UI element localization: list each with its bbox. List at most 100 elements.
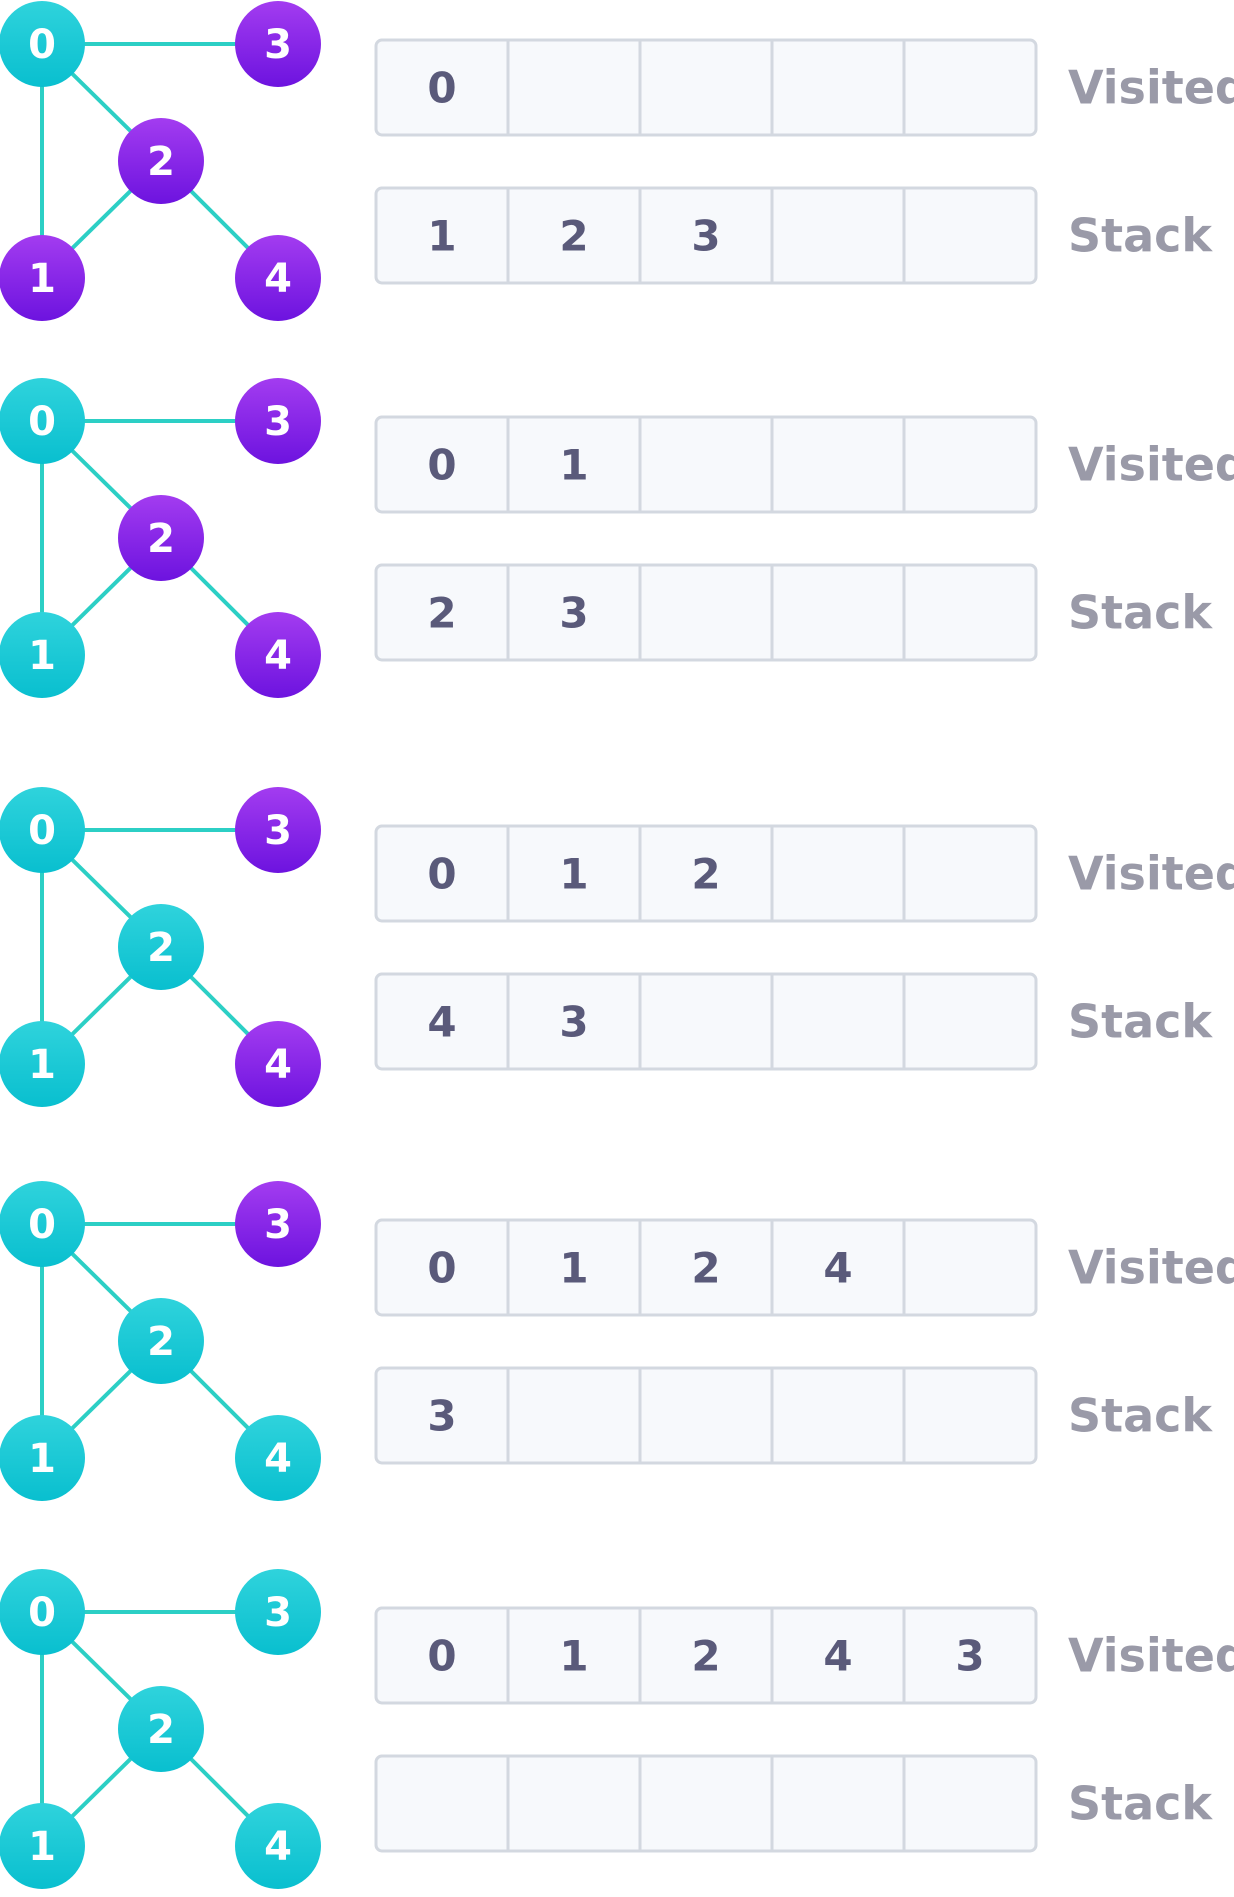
node-label: 2 (147, 516, 175, 562)
array-cell-value: 3 (955, 1632, 984, 1681)
array-cell-value: 0 (427, 1632, 456, 1681)
unvisited-node-circle (235, 378, 321, 464)
stack-array: 1 2 3 Stack (374, 186, 1213, 285)
node-label: 1 (28, 633, 56, 679)
array-cell-value: 2 (691, 1244, 720, 1293)
graph-node: 4 (235, 235, 321, 321)
array-frame (374, 824, 1038, 923)
node-label: 1 (28, 1824, 56, 1870)
visited-node-circle (235, 1569, 321, 1655)
node-label: 2 (147, 1707, 175, 1753)
node-label: 3 (264, 808, 292, 854)
graph-node: 2 (118, 904, 204, 990)
array-cell-value: 0 (427, 441, 456, 490)
node-label: 0 (28, 1590, 56, 1636)
node-label: 3 (264, 1590, 292, 1636)
unvisited-node-circle (118, 118, 204, 204)
node-label: 4 (264, 633, 292, 679)
visited-node-circle (0, 378, 85, 464)
visited-node-circle (0, 1569, 85, 1655)
array-cell-value: 3 (559, 589, 588, 638)
array-cell-value: 4 (823, 1244, 852, 1293)
node-label: 0 (28, 1202, 56, 1248)
graph-node: 1 (0, 1803, 85, 1889)
array-cell-value: 2 (559, 212, 588, 261)
graph: 0 1 2 3 4 (0, 1569, 321, 1889)
visited-array-label: Visited (1068, 438, 1234, 492)
graph-node: 3 (235, 1569, 321, 1655)
array-cell-value: 3 (691, 212, 720, 261)
graph-node: 4 (235, 1021, 321, 1107)
stack-array: Stack (374, 1754, 1213, 1853)
node-label: 4 (264, 256, 292, 302)
visited-node-circle (118, 1686, 204, 1772)
graph-node: 3 (235, 1, 321, 87)
stack-array-label: Stack (1068, 1389, 1213, 1443)
unvisited-node-circle (118, 495, 204, 581)
node-label: 2 (147, 925, 175, 971)
graph-node: 1 (0, 612, 85, 698)
array-cell-value: 1 (427, 212, 456, 261)
visited-node-circle (0, 1021, 85, 1107)
unvisited-node-circle (235, 235, 321, 321)
array-frame (374, 972, 1038, 1071)
stack-array-label: Stack (1068, 586, 1213, 640)
graph-node: 2 (118, 1298, 204, 1384)
array-frame (374, 1606, 1038, 1705)
graph-node: 0 (0, 1181, 85, 1267)
visited-array-label: Visited (1068, 847, 1234, 901)
graph-node: 0 (0, 1569, 85, 1655)
array-cell-value: 1 (559, 850, 588, 899)
array-frame (374, 38, 1038, 137)
array-cell-value: 0 (427, 64, 456, 113)
array-cell-value: 1 (559, 1632, 588, 1681)
visited-node-circle (118, 904, 204, 990)
node-label: 1 (28, 1436, 56, 1482)
array-cell-value: 1 (559, 1244, 588, 1293)
stack-array-label: Stack (1068, 209, 1213, 263)
unvisited-node-circle (0, 235, 85, 321)
array-frame (374, 1218, 1038, 1317)
array-frame (374, 563, 1038, 662)
node-label: 3 (264, 399, 292, 445)
node-label: 4 (264, 1042, 292, 1088)
array-frame (374, 186, 1038, 285)
array-cell-value: 4 (427, 998, 456, 1047)
array-frame (374, 1366, 1038, 1465)
node-label: 0 (28, 808, 56, 854)
array-frame (374, 1754, 1038, 1853)
unvisited-node-circle (235, 612, 321, 698)
array-cell-value: 0 (427, 850, 456, 899)
graph-node: 4 (235, 612, 321, 698)
graph-node: 2 (118, 1686, 204, 1772)
unvisited-node-circle (235, 1181, 321, 1267)
graph-node: 1 (0, 1021, 85, 1107)
visited-node-circle (0, 1, 85, 87)
graph-node: 3 (235, 787, 321, 873)
graph-node: 3 (235, 1181, 321, 1267)
graph-node: 2 (118, 495, 204, 581)
node-label: 4 (264, 1824, 292, 1870)
unvisited-node-circle (235, 787, 321, 873)
node-label: 0 (28, 22, 56, 68)
node-label: 1 (28, 1042, 56, 1088)
graph-node: 2 (118, 118, 204, 204)
visited-node-circle (235, 1803, 321, 1889)
stack-array-label: Stack (1068, 1777, 1213, 1831)
